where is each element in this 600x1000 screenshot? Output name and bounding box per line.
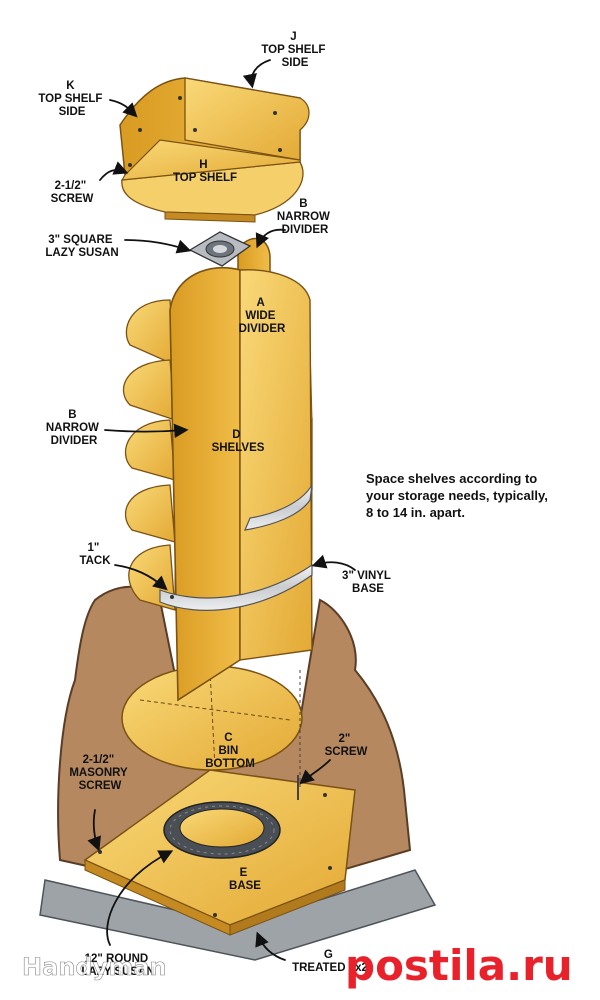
label-g: G TREATED 1x2 (292, 949, 368, 974)
watermark-left: Handyman (22, 953, 166, 981)
label-j: J TOP SHELF SIDE (261, 31, 328, 69)
label-e: E BASE (229, 867, 261, 892)
label-vinyl: 3" VINYL BASE (342, 570, 394, 595)
label-h: H TOP SHELF (173, 159, 237, 184)
watermark-right: postila.ru (345, 941, 573, 990)
leader-lines (87, 59, 356, 961)
label-screw-2: 2" SCREW (325, 733, 368, 758)
label-b-top: B NARROW DIVIDER (277, 198, 333, 236)
label-masonry: 2-1/2" MASONRY SCREW (69, 754, 130, 792)
wide-divider-panel (169, 266, 313, 702)
round-lazy-susan (163, 801, 281, 859)
label-d: D SHELVES (212, 429, 265, 454)
label-screw-top: 2-1/2" SCREW (51, 180, 94, 205)
vinyl-base-bands (159, 484, 313, 611)
top-shelf-assembly (119, 77, 310, 223)
label-c: C BIN BOTTOM (205, 732, 255, 770)
label-k: K TOP SHELF SIDE (38, 80, 105, 118)
square-lazy-susan (188, 231, 252, 267)
label-lazy-round: 12" ROUND LAZY SUSAN (81, 953, 154, 978)
labels: J TOP SHELF SIDE K TOP SHELF SIDE 2-1/2"… (38, 31, 394, 978)
label-b-left: B NARROW DIVIDER (46, 409, 102, 447)
shelf-stack (122, 299, 176, 611)
spacing-note: Space shelves according to your storage … (366, 471, 551, 520)
label-tack: 1" TACK (79, 542, 111, 567)
label-a: A WIDE DIVIDER (239, 297, 286, 335)
label-lazy-small: 3" SQUARE LAZY SUSAN (45, 234, 118, 259)
